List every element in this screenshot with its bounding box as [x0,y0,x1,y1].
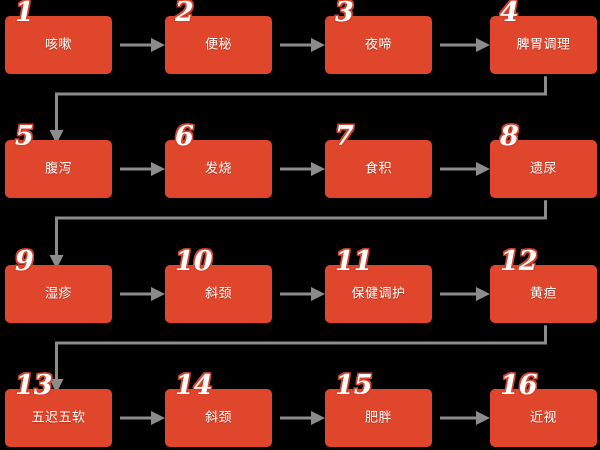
flow-node-label: 黄疸 [529,286,557,302]
flow-node-label: 食积 [364,161,392,177]
flow-node-label: 湿疹 [44,286,72,302]
flow-node-12[interactable]: 12 黄疸 [490,248,597,323]
flow-node-number: 15 [335,370,373,401]
flow-node-number: 16 [500,370,538,401]
connector-14-to-15-head [311,411,325,425]
flow-node-14[interactable]: 14 斜颈 [165,372,272,447]
connector-9-to-10-head [151,287,165,301]
flow-node-10[interactable]: 10 斜颈 [165,248,272,323]
flow-node-label: 腹泻 [44,161,72,177]
flow-node-number: 12 [500,246,538,277]
flow-node-label: 发烧 [204,161,232,177]
flow-node-7[interactable]: 7 食积 [325,123,432,198]
connector-3-to-4-head [476,38,490,52]
connector-10-to-11-head [311,287,325,301]
flow-node-label: 近视 [529,410,557,426]
connector-8-to-9 [55,200,547,255]
flow-node-number: 10 [175,246,213,277]
connector-4-to-5 [55,76,547,130]
connector-15-to-16-head [476,411,490,425]
flow-node-label: 五迟五软 [31,410,86,426]
connector-2-to-3-head [311,38,325,52]
flow-node-number: 11 [335,246,373,277]
connector-7-to-8-head [476,162,490,176]
flow-node-number: 7 [335,121,354,152]
flow-node-label: 保健调护 [351,286,406,302]
flow-node-11[interactable]: 11 保健调护 [325,248,432,323]
flow-node-label: 脾胃调理 [516,37,571,53]
flow-node-label: 斜颈 [204,410,232,426]
flow-node-6[interactable]: 6 发烧 [165,123,272,198]
flow-node-label: 肥胖 [364,410,392,426]
flow-node-8[interactable]: 8 遗尿 [490,123,597,198]
flow-node-9[interactable]: 9 湿疹 [5,248,112,323]
flow-node-2[interactable]: 2 便秘 [165,0,272,74]
flow-node-16[interactable]: 16 近视 [490,372,597,447]
flow-node-4[interactable]: 4 脾胃调理 [490,0,597,74]
flow-node-label: 遗尿 [529,161,557,177]
connector-12-to-13 [55,325,547,379]
flow-node-number: 2 [175,0,194,28]
flow-node-1[interactable]: 1 咳嗽 [5,0,112,74]
flow-node-number: 6 [175,121,194,152]
flow-node-number: 14 [175,370,213,401]
connector-5-to-6-head [151,162,165,176]
flow-node-label: 斜颈 [204,286,232,302]
flow-node-13[interactable]: 13 五迟五软 [5,372,112,447]
flow-node-label: 夜啼 [364,37,392,53]
flow-node-3[interactable]: 3 夜啼 [325,0,432,74]
flow-node-number: 13 [15,370,53,401]
connector-6-to-7-head [311,162,325,176]
flow-node-number: 4 [500,0,519,28]
flow-node-number: 1 [15,0,34,28]
flow-node-number: 5 [15,121,34,152]
flow-node-label: 咳嗽 [44,37,72,53]
flow-node-15[interactable]: 15 肥胖 [325,372,432,447]
flow-node-label: 便秘 [204,37,232,53]
connector-11-to-12-head [476,287,490,301]
connector-1-to-2-head [151,38,165,52]
connector-13-to-14-head [151,411,165,425]
flow-node-number: 9 [15,246,34,277]
flow-node-5[interactable]: 5 腹泻 [5,123,112,198]
flow-node-number: 8 [500,121,519,152]
flow-node-number: 3 [335,0,354,28]
